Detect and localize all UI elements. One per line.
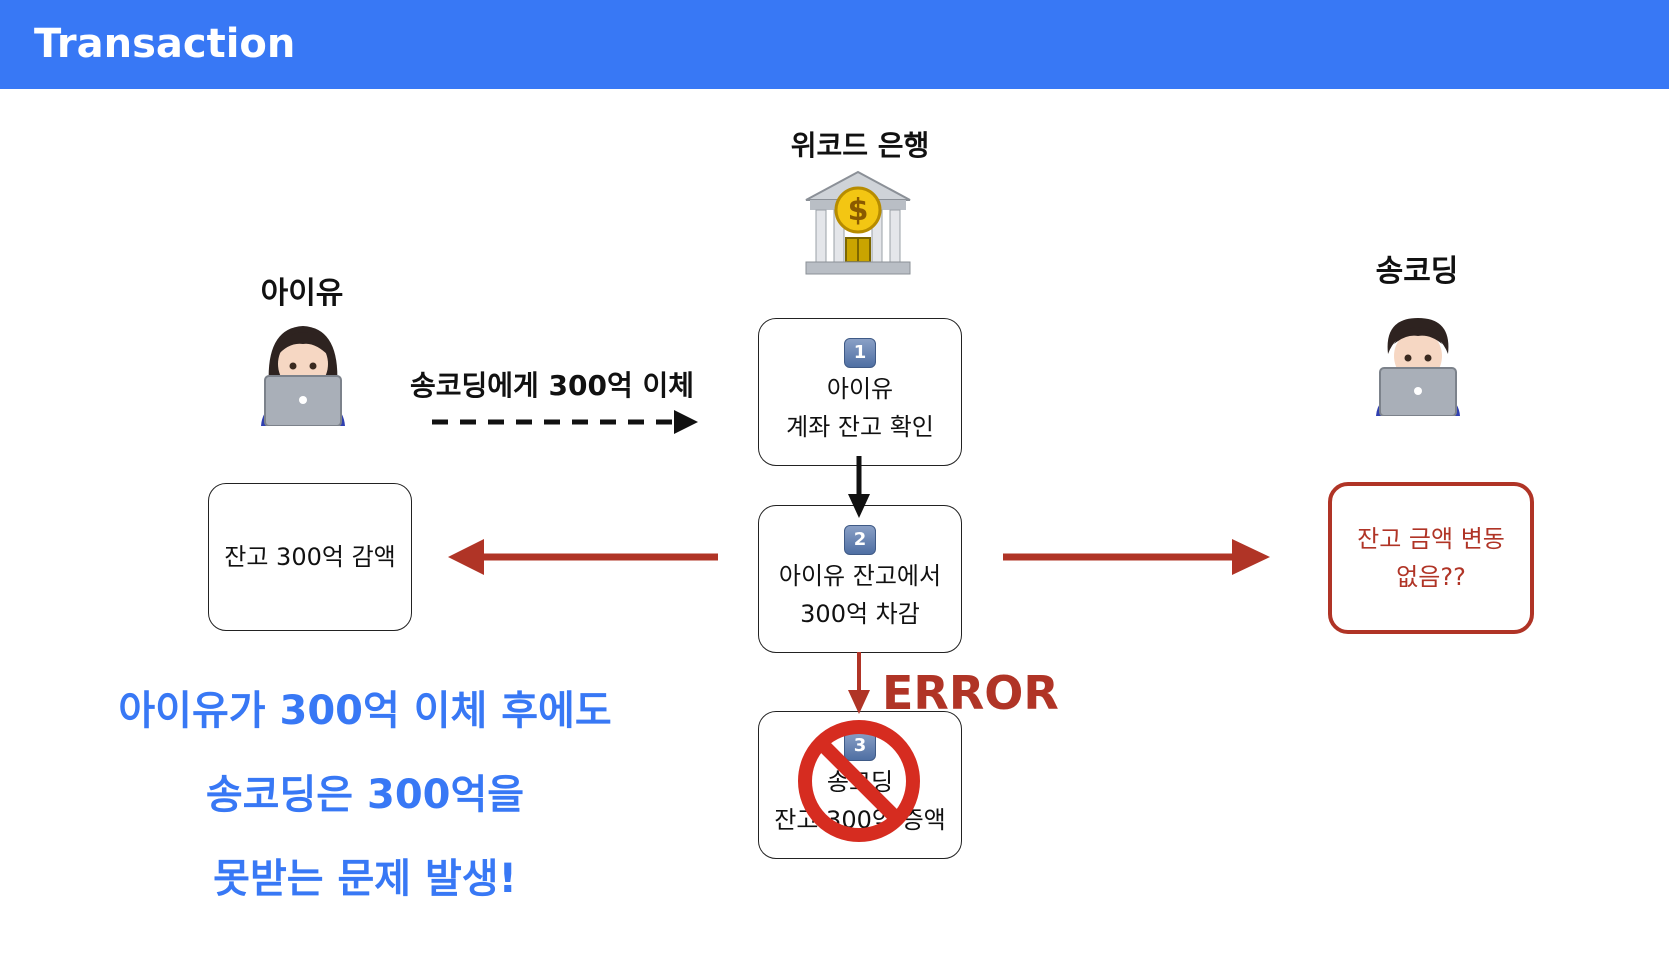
receiver-result-line2: 없음?? <box>1396 563 1466 591</box>
svg-text:$: $ <box>848 193 869 228</box>
page-title: Transaction <box>34 21 296 67</box>
step-1-line2: 계좌 잔고 확인 <box>786 413 934 441</box>
man-technologist-icon <box>1376 318 1460 416</box>
bank-label: 위코드 은행 <box>790 129 930 162</box>
step-2-line1: 아이유 잔고에서 <box>778 562 942 590</box>
step-1-badge: 1 <box>844 338 876 368</box>
transfer-arrowhead <box>674 410 698 434</box>
step-3-badge: 3 <box>844 731 876 761</box>
bank-icon: $ <box>805 170 911 275</box>
woman-technologist-icon <box>261 326 345 426</box>
step-1-line1: 아이유 <box>826 375 894 403</box>
header-bar: Transaction <box>0 0 1669 89</box>
step-2-line2: 300억 차감 <box>800 600 920 628</box>
conclusion-line-2: 송코딩은 300억을 <box>205 772 525 818</box>
step-2-box: 2 아이유 잔고에서 300억 차감 <box>758 505 962 653</box>
sender-result-box: 잔고 300억 감액 <box>208 483 412 631</box>
sender-result-text: 잔고 300억 감액 <box>224 543 396 571</box>
step2-to-step3-arrowhead <box>848 690 870 714</box>
conclusion-line-1: 아이유가 300억 이체 후에도 <box>118 688 612 734</box>
receiver-result-line1: 잔고 금액 변동 <box>1357 525 1505 553</box>
error-label: ERROR <box>882 666 1059 720</box>
prohibited-icon <box>798 720 920 842</box>
receiver-result-box: 잔고 금액 변동 없음?? <box>1328 482 1534 634</box>
step1-to-step2-arrowhead <box>848 494 870 518</box>
receiver-label: 송코딩 <box>1375 254 1459 289</box>
to-receiver-result-arrowhead <box>1232 539 1270 575</box>
sender-label: 아이유 <box>260 276 344 311</box>
transfer-label: 송코딩에게 300억 이체 <box>409 369 695 402</box>
to-sender-result-arrowhead <box>448 539 484 575</box>
step-2-badge: 2 <box>844 525 876 555</box>
conclusion-line-3: 못받는 문제 발생! <box>213 856 517 902</box>
